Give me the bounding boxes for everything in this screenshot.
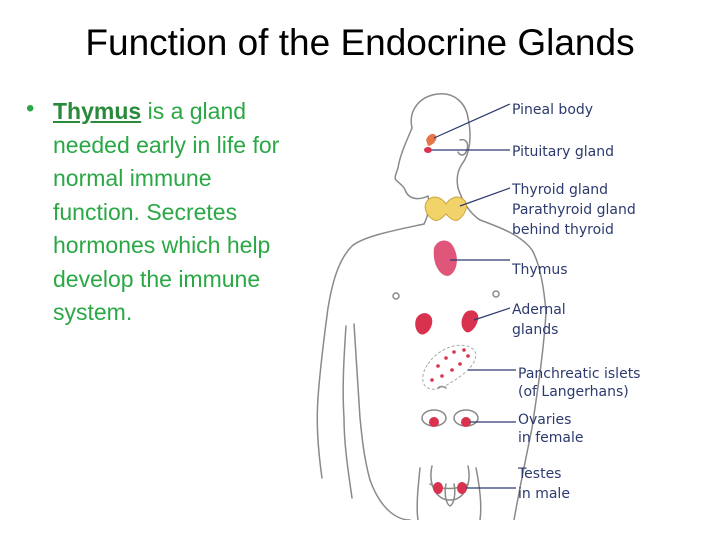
label-adrenal-1: Adernal (512, 302, 566, 318)
diagram-labels: Pineal body Pituitary gland Thyroid glan… (511, 102, 640, 502)
leader-lines (432, 103, 516, 489)
label-parathyroid-2: behind thyroid (512, 222, 614, 238)
endocrine-diagram: Pineal body Pituitary gland Thyroid glan… (316, 93, 640, 520)
label-ovaries-1: Ovaries (518, 412, 571, 428)
thyroid-gland (424, 196, 467, 221)
pituitary-gland (424, 147, 432, 153)
label-testes-2: in male (518, 486, 570, 502)
label-pancreas-2: (of Langerhans) (518, 384, 629, 400)
label-thyroid: Thyroid gland (511, 182, 608, 198)
ovaries (429, 417, 471, 427)
bullet-keyword: Thymus (53, 98, 142, 124)
label-pancreas-1: Panchreatic islets (518, 366, 640, 382)
label-parathyroid-1: Parathyroid gland (512, 202, 636, 218)
label-adrenal-2: glands (512, 322, 558, 338)
label-ovaries-2: in female (518, 430, 583, 446)
bullet-body: is a gland needed early in life for norm… (53, 98, 280, 325)
bullet-marker: • (26, 95, 35, 122)
label-pituitary: Pituitary gland (512, 144, 614, 160)
adrenal-glands (415, 310, 479, 335)
bullet-text: Thymus is a gland needed early in life f… (53, 95, 293, 330)
label-testes-1: Testes (517, 466, 561, 482)
label-pineal: Pineal body (512, 102, 593, 118)
pancreas (422, 344, 477, 390)
pineal-gland (426, 133, 437, 146)
testes (433, 482, 467, 494)
label-thymus: Thymus (511, 262, 568, 278)
thymus-gland (433, 240, 457, 276)
slide-title: Function of the Endocrine Glands (85, 22, 635, 63)
